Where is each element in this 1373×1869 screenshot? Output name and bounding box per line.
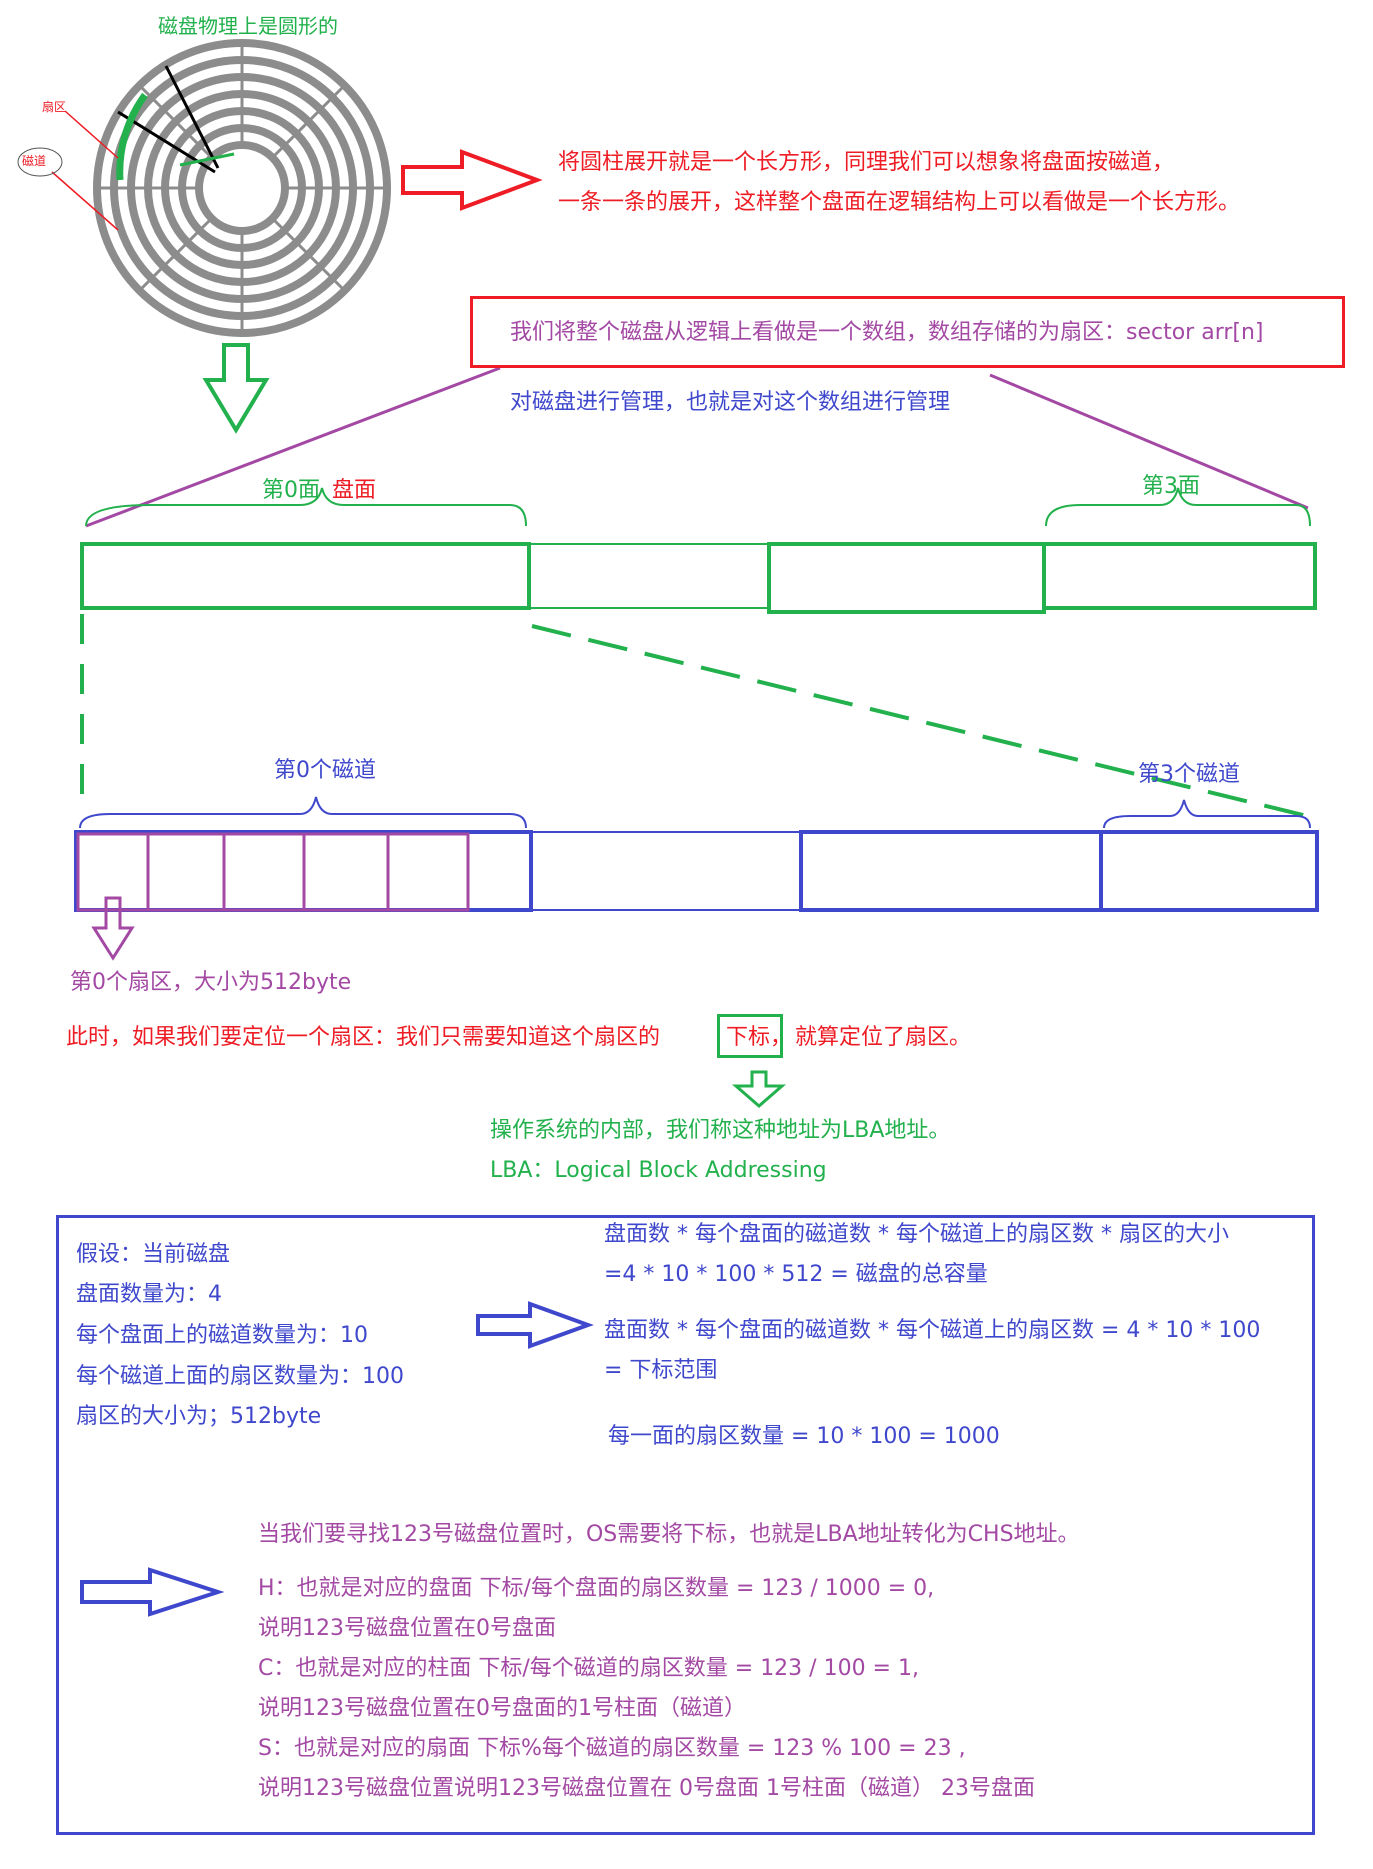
chs-intro: 当我们要寻找123号磁盘位置时，OS需要将下标，也就是LBA地址转化为CHS地址… — [258, 1522, 1080, 1547]
assume-line: 每个磁道上面的扇区数量为：100 — [76, 1364, 404, 1389]
dashed-link-right — [531, 624, 1316, 820]
assume-line: 盘面数量为：4 — [76, 1282, 222, 1307]
calc-line: = 下标范围 — [604, 1358, 718, 1383]
surface3-label: 第3面 — [1142, 474, 1200, 499]
surface0-brace — [85, 487, 527, 527]
track3-label: 第3个磁道 — [1138, 762, 1240, 787]
track-pointer-line — [51, 171, 119, 231]
sector-cells — [76, 832, 470, 912]
calculation-box — [56, 1215, 1315, 1835]
calc-line: 盘面数 * 每个盘面的磁道数 * 每个磁道上的扇区数 * 扇区的大小 — [604, 1222, 1229, 1247]
assume-line: 扇区的大小为；512byte — [76, 1404, 322, 1429]
calc-line: 每一面的扇区数量 = 10 * 100 = 1000 — [608, 1424, 1000, 1449]
surface-strip — [80, 542, 1317, 614]
manage-text: 对磁盘进行管理，也就是对这个数组进行管理 — [510, 390, 951, 415]
index-arrow-icon — [731, 1070, 787, 1108]
calc-line: =4 * 10 * 100 * 512 = 磁盘的总容量 — [604, 1262, 988, 1287]
assume-line: 每个盘面上的磁道数量为：10 — [76, 1323, 368, 1348]
calc-arrow-icon — [476, 1301, 594, 1349]
assume-line: 假设：当前磁盘 — [76, 1242, 231, 1267]
chs-line: 说明123号磁盘位置在0号盘面 — [258, 1616, 556, 1641]
track3-brace — [1103, 799, 1311, 829]
lba-text: 操作系统的内部，我们称这种地址为LBA地址。 — [490, 1118, 951, 1143]
expand-line-right — [989, 373, 1309, 510]
sector-highlight-line — [179, 152, 235, 167]
sector0-arrow-icon — [91, 896, 135, 961]
track-highlight-arc — [116, 92, 148, 181]
surface0-label-suffix: 盘面 — [332, 478, 377, 503]
unroll-text-line-1: 将圆柱展开就是一个长方形，同理我们可以想象将盘面按磁道， — [558, 150, 1175, 175]
down-arrow-icon — [202, 343, 270, 434]
chs-arrow-icon — [80, 1567, 225, 1617]
track-label: 磁道 — [22, 154, 47, 168]
sector0-text: 第0个扇区，大小为512byte — [70, 970, 352, 995]
sector-pointer-line — [64, 110, 119, 159]
surface0-label-main: 第0面 — [262, 478, 320, 503]
chs-line: H：也就是对应的盘面 下标/每个盘面的扇区数量 = 123 / 1000 = 0… — [258, 1576, 935, 1601]
calc-line: 盘面数 * 每个盘面的磁道数 * 每个磁道上的扇区数 = 4 * 10 * 10… — [604, 1318, 1261, 1343]
surface3-brace — [1045, 487, 1311, 527]
sector-label: 扇区 — [42, 100, 67, 114]
unroll-arrow-icon — [401, 149, 543, 211]
expand-line-left — [85, 366, 501, 528]
locate-text-a: 此时，如果我们要定位一个扇区：我们只需要知道这个扇区的 — [66, 1025, 661, 1050]
unroll-text-line-2: 一条一条的展开，这样整个盘面在逻辑结构上可以看做是一个长方形。 — [558, 190, 1241, 215]
locate-text-b: 就算定位了扇区。 — [795, 1025, 972, 1050]
surface0-label: 第0面盘面 — [262, 478, 376, 504]
array-box — [470, 296, 1345, 368]
locate-index: 下标， — [726, 1025, 793, 1050]
index-highlight-box — [717, 1014, 783, 1058]
track-strip — [74, 830, 1319, 912]
lba-full: LBA：Logical Block Addressing — [490, 1158, 827, 1183]
track0-label: 第0个磁道 — [274, 758, 376, 783]
sector-boundary-line — [164, 65, 220, 169]
chs-line: 说明123号磁盘位置在0号盘面的1号柱面（磁道） — [258, 1696, 746, 1721]
chs-line: 说明123号磁盘位置说明123号磁盘位置在 0号盘面 1号柱面（磁道） 23号盘… — [258, 1776, 1035, 1801]
chs-line: S：也就是对应的扇面 下标%每个磁道的扇区数量 = 123 % 100 = 23… — [258, 1736, 966, 1761]
track0-brace — [79, 796, 527, 829]
chs-line: C：也就是对应的柱面 下标/每个磁道的扇区数量 = 123 / 100 = 1, — [258, 1656, 919, 1681]
track-label-circle — [17, 147, 63, 177]
disk-sector-lines — [97, 43, 387, 333]
disk-round-label: 磁盘物理上是圆形的 — [158, 14, 338, 38]
array-box-text: 我们将整个磁盘从逻辑上看做是一个数组，数组存储的为扇区：sector arr[n… — [510, 320, 1264, 345]
